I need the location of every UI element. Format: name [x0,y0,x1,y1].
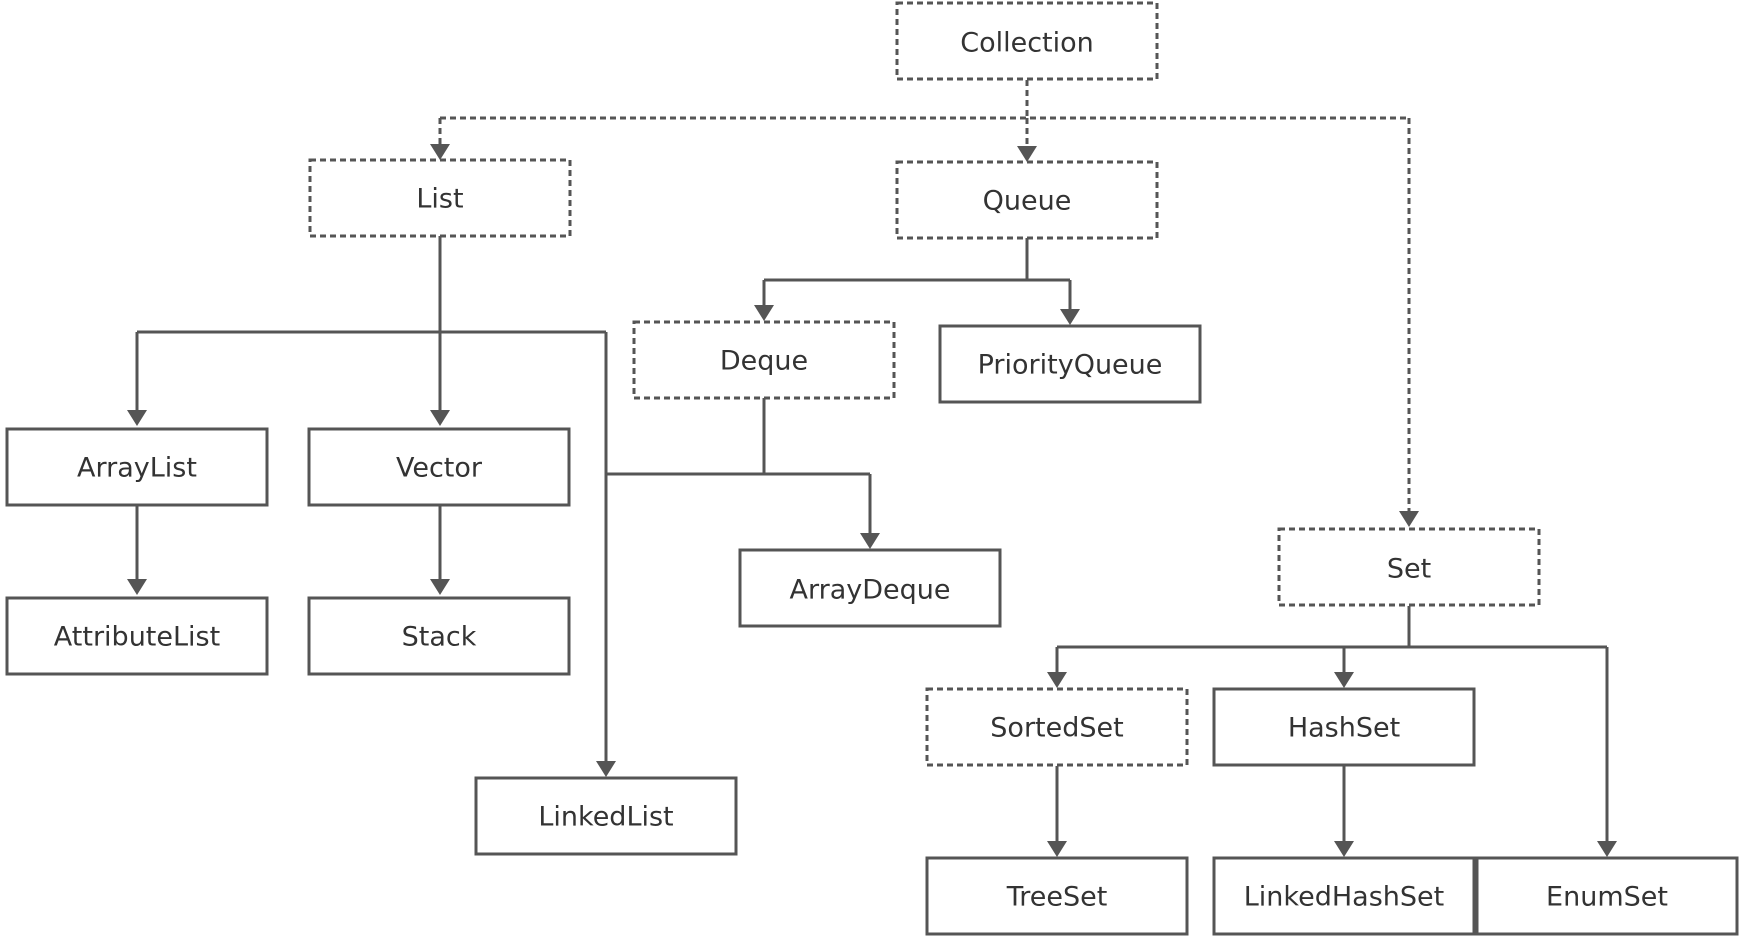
node-vector-label: Vector [396,453,483,484]
node-list: List [308,158,572,238]
arrow-to-linkedhashset [1334,841,1354,857]
arrow-to-linkedlist [596,761,616,777]
arrow-to-arraylist [127,410,147,426]
node-stack: Stack [307,596,571,676]
node-arraylist: ArrayList [5,427,269,507]
arrow-to-sortedset [1047,672,1067,688]
node-linkedhashset-label: LinkedHashSet [1244,882,1444,913]
arrow-to-stack [430,579,450,595]
node-hashset-label: HashSet [1288,713,1400,744]
node-set: Set [1277,527,1541,607]
node-arraylist-label: ArrayList [77,453,197,484]
node-sortedset-label: SortedSet [990,713,1123,744]
node-priorityqueue: PriorityQueue [938,324,1202,404]
node-queue-label: Queue [983,186,1072,217]
node-enumset: EnumSet [1475,856,1739,936]
arrow-to-attributelist [127,579,147,595]
node-sortedset: SortedSet [925,687,1189,767]
node-arraydeque-label: ArrayDeque [790,575,951,606]
node-arraydeque: ArrayDeque [738,548,1002,628]
node-linkedlist: LinkedList [474,776,738,856]
node-collection-label: Collection [960,28,1094,59]
arrow-to-set [1399,511,1419,527]
node-list-label: List [416,184,463,215]
arrow-to-treeset [1047,841,1067,857]
node-deque: Deque [632,320,896,400]
arrow-to-priorityqueue [1060,309,1080,325]
arrow-to-deque [754,305,774,321]
node-hashset: HashSet [1212,687,1476,767]
node-set-label: Set [1387,554,1431,585]
arrow-to-queue [1017,146,1037,162]
arrow-to-list [430,144,450,160]
node-vector: Vector [307,427,571,507]
arrow-to-vector [430,410,450,426]
node-attributelist: AttributeList [5,596,269,676]
node-queue: Queue [895,160,1159,240]
node-linkedhashset: LinkedHashSet [1212,856,1476,936]
arrow-to-arraydeque [860,533,880,549]
node-treeset-label: TreeSet [1006,882,1108,913]
node-treeset: TreeSet [925,856,1189,936]
node-priorityqueue-label: PriorityQueue [978,350,1163,381]
arrow-to-hashset [1334,672,1354,688]
node-enumset-label: EnumSet [1546,882,1668,913]
node-linkedlist-label: LinkedList [538,802,673,833]
node-collection: Collection [895,1,1159,81]
node-stack-label: Stack [402,622,477,653]
node-deque-label: Deque [720,346,808,377]
node-attributelist-label: AttributeList [54,622,220,653]
arrow-to-enumset [1597,841,1617,857]
